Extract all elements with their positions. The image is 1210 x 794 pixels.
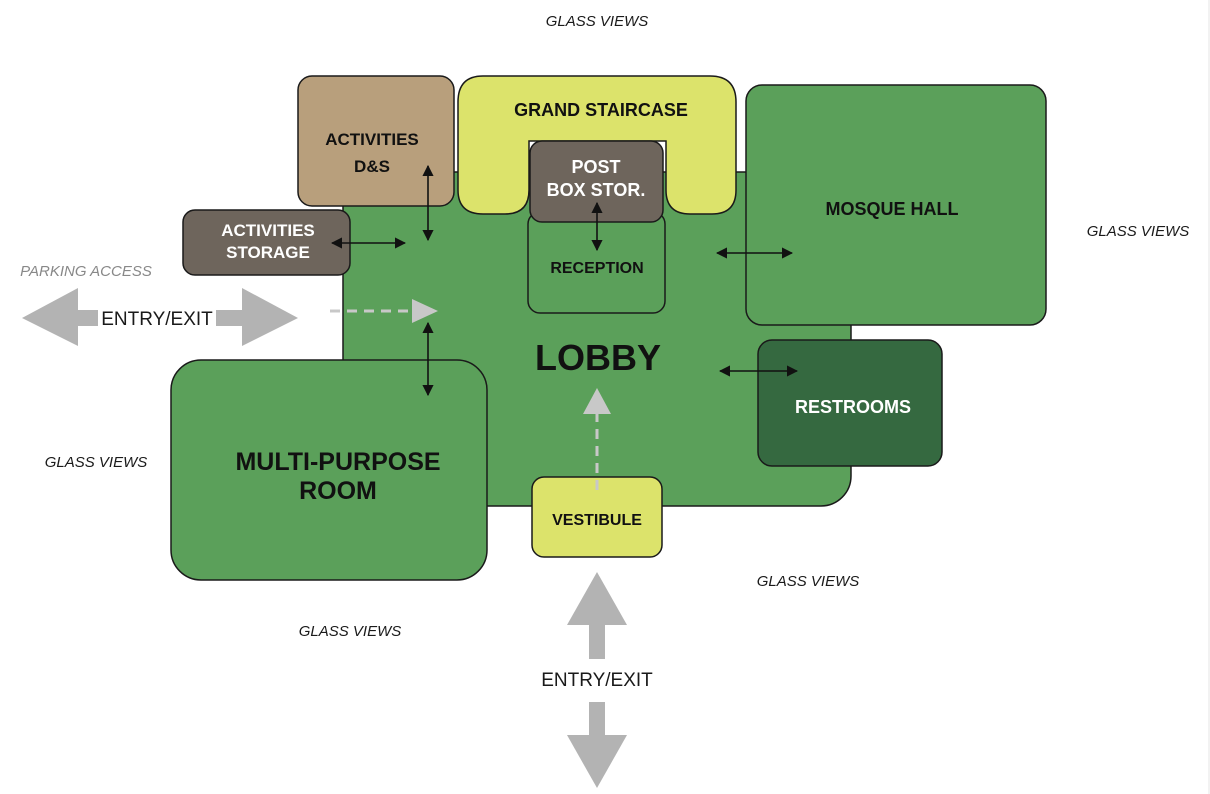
reception: RECEPTION [527,211,666,314]
mosque-hall-label: MOSQUE HALL [826,199,959,219]
restrooms-label: RESTROOMS [795,397,911,417]
restrooms: RESTROOMS [757,339,943,467]
entry-exit-arrow-left: ENTRY/EXIT [22,288,298,346]
dashed-arrowhead-bottom [583,388,611,414]
vestibule: VESTIBULE [531,476,663,558]
grand-staircase: GRAND STAIRCASE [457,75,737,215]
activities-storage: ACTIVITIES STORAGE [182,209,351,276]
dashed-arrowhead-left [412,299,438,323]
activities-storage-label-2: STORAGE [226,243,310,262]
entry-exit-label-bottom: ENTRY/EXIT [541,670,653,691]
post-box-label-1: POST [571,157,620,177]
activities-ds-label-2: D&S [354,157,390,176]
glass-views-left: GLASS VIEWS [45,454,148,471]
grand-staircase-label: GRAND STAIRCASE [514,100,688,120]
glass-views-bottom-left: GLASS VIEWS [299,623,402,640]
entry-exit-label-left: ENTRY/EXIT [101,309,213,330]
vestibule-label: VESTIBULE [552,512,642,529]
entry-exit-arrow-bottom: ENTRY/EXIT [541,572,653,788]
activities-ds: ACTIVITIES D&S [297,75,455,207]
multipurpose-room: MULTI-PURPOSE ROOM [170,359,488,581]
multipurpose-label-1: MULTI-PURPOSE [235,448,440,476]
parking-access-label: PARKING ACCESS [20,263,152,280]
mosque-hall: MOSQUE HALL [745,84,1047,326]
activities-ds-label-1: ACTIVITIES [325,130,419,149]
glass-views-top: GLASS VIEWS [546,13,649,30]
glass-views-right: GLASS VIEWS [1087,223,1190,240]
activities-storage-label-1: ACTIVITIES [221,221,315,240]
multipurpose-label-2: ROOM [299,477,377,505]
glass-views-bottom-right: GLASS VIEWS [757,573,860,590]
reception-label: RECEPTION [550,260,643,277]
post-box-storage: POST BOX STOR. [529,140,664,223]
lobby-label: LOBBY [535,337,661,378]
post-box-label-2: BOX STOR. [547,180,646,200]
